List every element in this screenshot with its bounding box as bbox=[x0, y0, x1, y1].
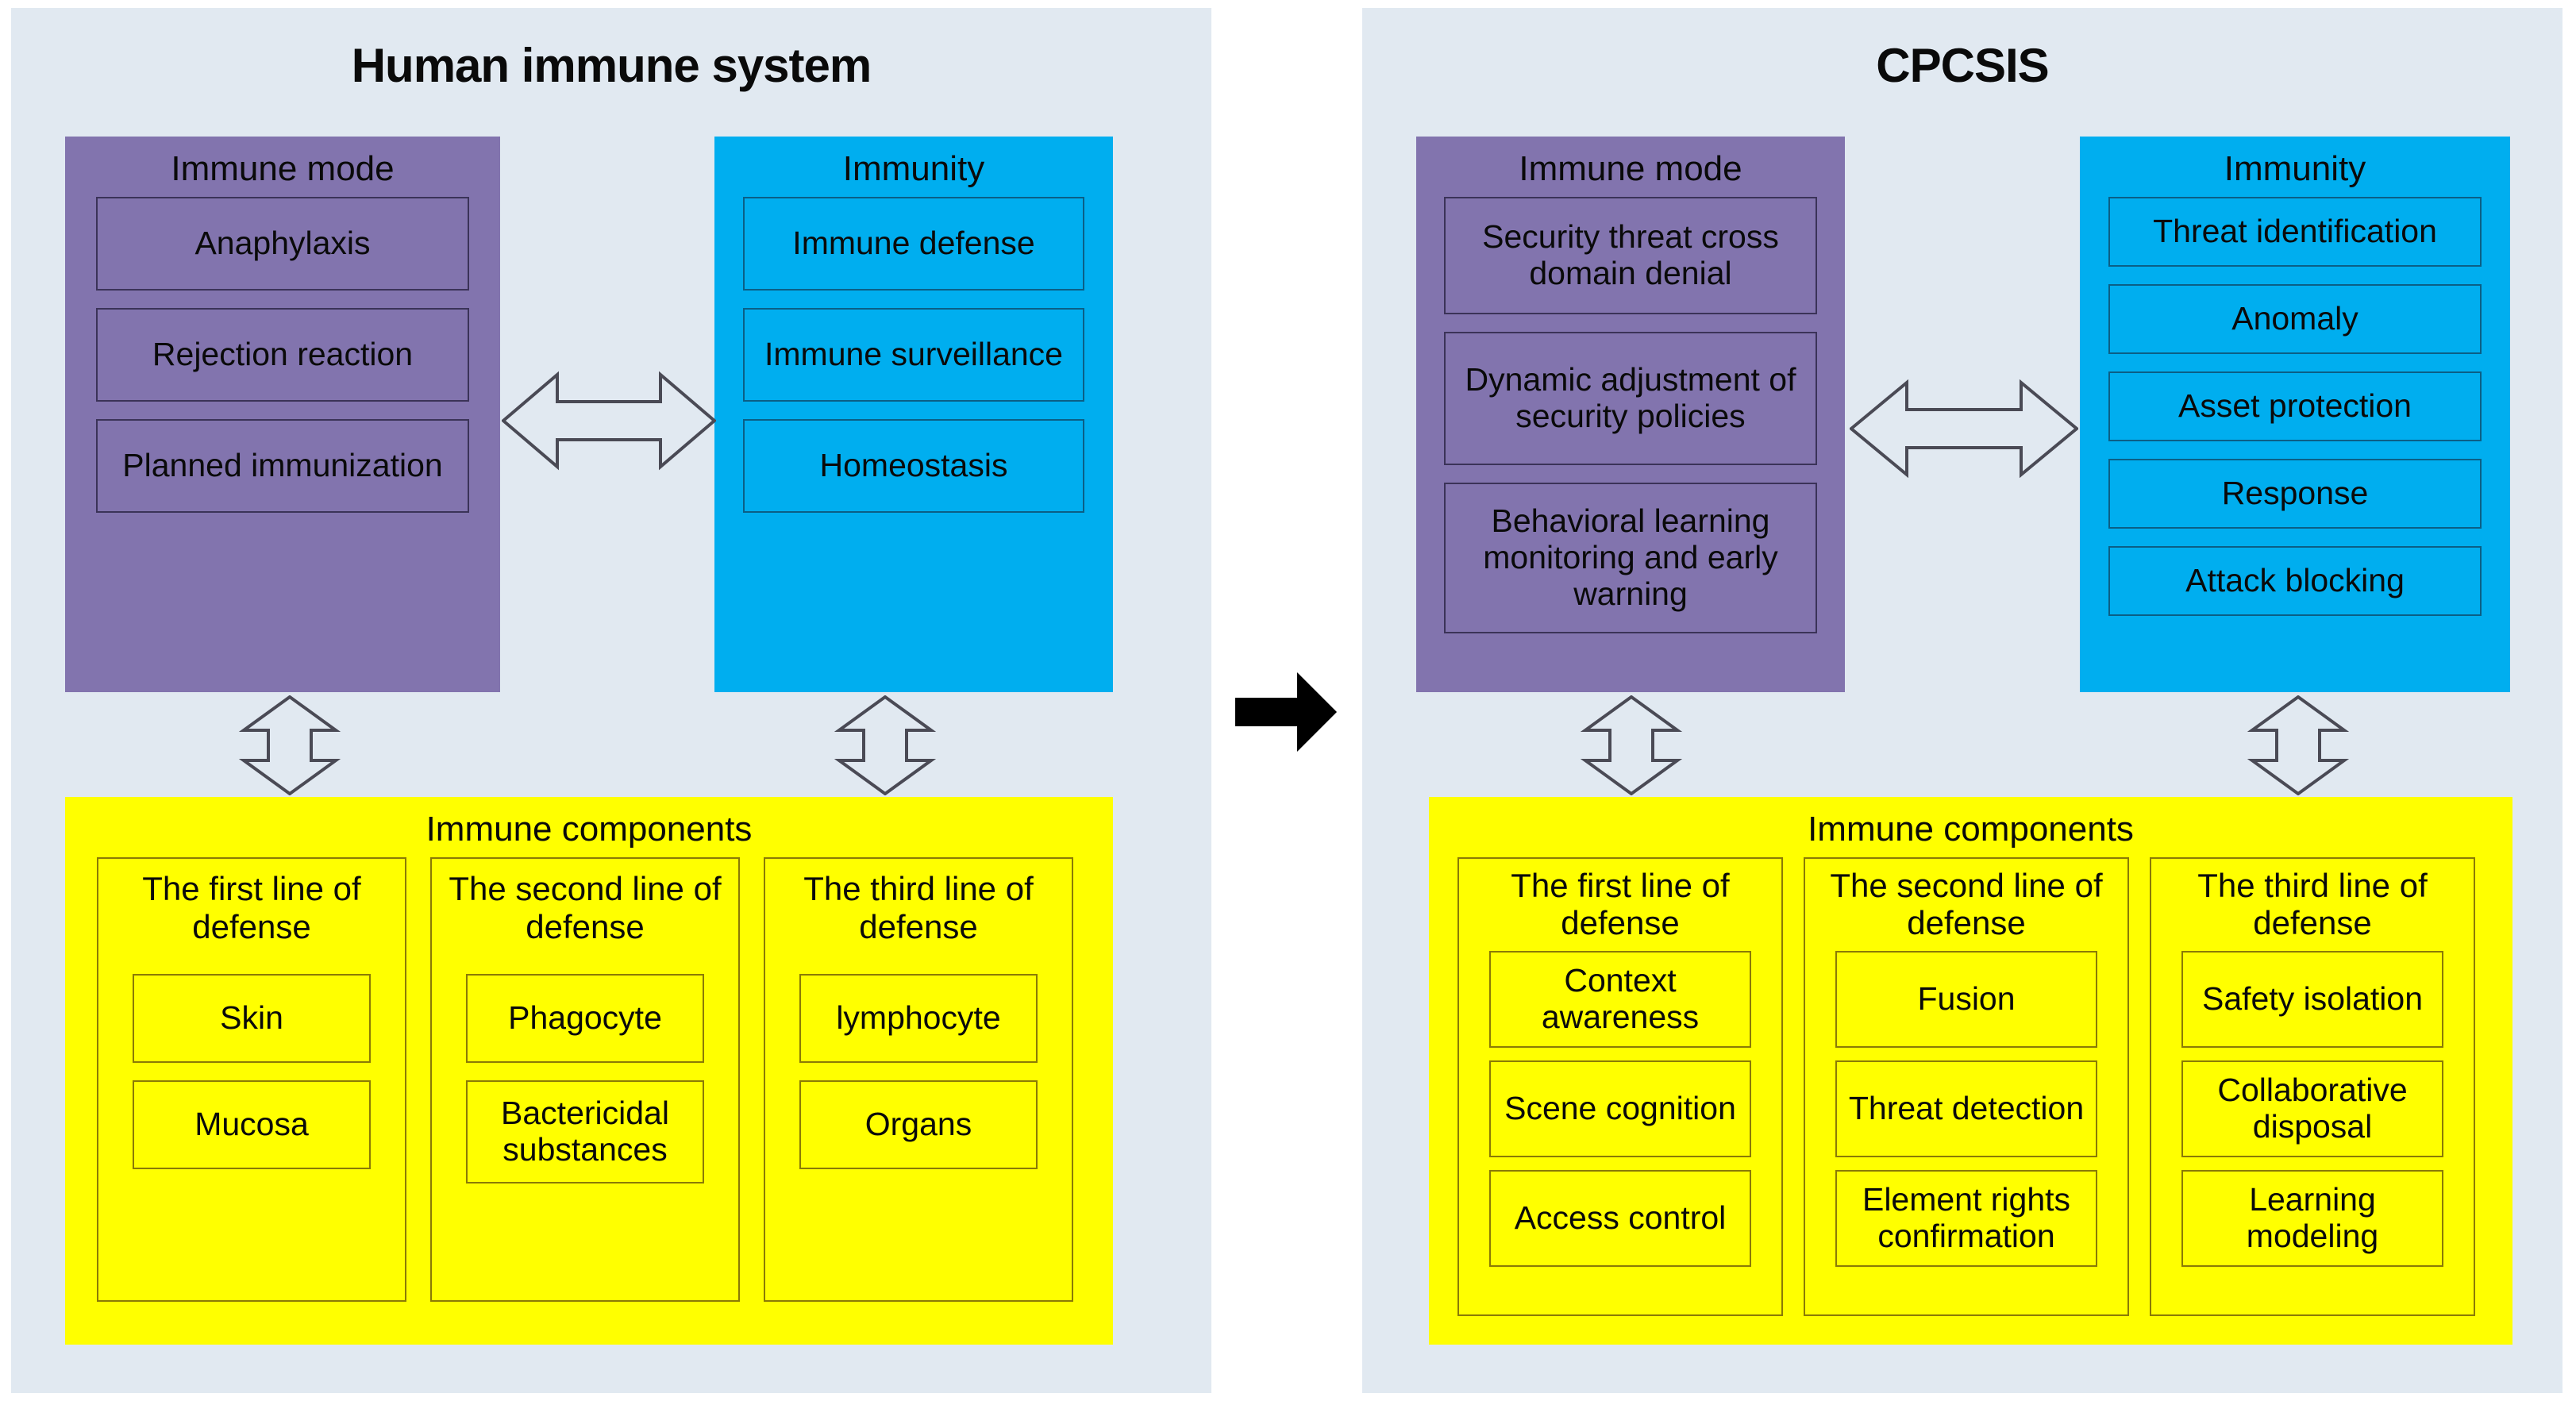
left-horizontal-double-arrow-icon bbox=[502, 365, 716, 476]
right-immune-mode-item-security-threat-cross-domain-denial: Security threat cross domain denial bbox=[1444, 197, 1817, 315]
right-defense-item-access-control: Access control bbox=[1489, 1170, 1751, 1268]
left-defense-item-bactericidal-substances: Bactericidal substances bbox=[466, 1080, 704, 1183]
left-defense-column-first: The first line of defense Skin Mucosa bbox=[97, 857, 406, 1303]
right-immune-mode-label: Immune mode bbox=[1519, 149, 1742, 188]
right-defense-column-third-title: The third line of defense bbox=[2197, 867, 2428, 942]
right-defense-item-element-rights-confirmation: Element rights confirmation bbox=[1835, 1170, 2097, 1268]
right-defense-item-fusion: Fusion bbox=[1835, 951, 2097, 1049]
right-immunity-box: Immunity Threat identification Anomaly A… bbox=[2080, 137, 2510, 692]
right-immune-components-label: Immune components bbox=[1808, 810, 2134, 849]
right-defense-item-scene-cognition: Scene cognition bbox=[1489, 1060, 1751, 1158]
left-defense-item-phagocyte: Phagocyte bbox=[466, 973, 704, 1063]
right-immunity-item-attack-blocking: Attack blocking bbox=[2108, 546, 2482, 617]
right-immune-mode-item-behavioral-learning-monitoring-and-early-warning: Behavioral learning monitoring and early… bbox=[1444, 483, 1817, 634]
right-defense-item-learning-modeling: Learning modeling bbox=[2181, 1170, 2443, 1268]
right-defense-item-context-awareness: Context awareness bbox=[1489, 951, 1751, 1049]
right-immunity-label: Immunity bbox=[2224, 149, 2366, 188]
left-defense-column-second: The second line of defense Phagocyte Bac… bbox=[430, 857, 740, 1303]
right-vertical-double-arrow-mode-icon bbox=[1580, 695, 1683, 795]
left-immune-mode-item-rejection-reaction: Rejection reaction bbox=[96, 308, 469, 402]
right-vertical-double-arrow-immunity-icon bbox=[2247, 695, 2350, 795]
right-immune-components-box: Immune components The first line of defe… bbox=[1429, 797, 2512, 1345]
left-immunity-item-homeostasis: Homeostasis bbox=[743, 419, 1084, 514]
transform-right-arrow-icon bbox=[1235, 671, 1338, 757]
right-immunity-item-response: Response bbox=[2108, 459, 2482, 529]
left-defense-column-third: The third line of defense lymphocyte Org… bbox=[764, 857, 1073, 1303]
right-defense-column-second-title: The second line of defense bbox=[1830, 867, 2103, 942]
left-immune-mode-box: Immune mode Anaphylaxis Rejection reacti… bbox=[65, 137, 500, 692]
right-defense-column-first: The first line of defense Context awaren… bbox=[1457, 857, 1783, 1317]
right-immunity-item-threat-identification: Threat identification bbox=[2108, 197, 2482, 267]
right-immunity-item-anomaly: Anomaly bbox=[2108, 284, 2482, 355]
left-defense-column-second-title: The second line of defense bbox=[449, 870, 722, 946]
left-defense-item-skin: Skin bbox=[133, 973, 371, 1063]
left-vertical-double-arrow-immunity-icon bbox=[834, 695, 937, 795]
left-vertical-double-arrow-mode-icon bbox=[238, 695, 341, 795]
right-defense-column-second: The second line of defense Fusion Threat… bbox=[1804, 857, 2129, 1317]
right-immunity-item-asset-protection: Asset protection bbox=[2108, 371, 2482, 442]
left-defense-column-first-title: The first line of defense bbox=[142, 870, 361, 946]
right-defense-item-threat-detection: Threat detection bbox=[1835, 1060, 2097, 1158]
left-immune-mode-item-planned-immunization: Planned immunization bbox=[96, 419, 469, 514]
left-immunity-label: Immunity bbox=[842, 149, 985, 188]
left-immunity-item-immune-surveillance: Immune surveillance bbox=[743, 308, 1084, 402]
left-defense-item-organs: Organs bbox=[799, 1080, 1038, 1169]
left-panel-title: Human immune system bbox=[351, 39, 872, 92]
left-immune-components-box: Immune components The first line of defe… bbox=[65, 797, 1113, 1345]
right-defense-item-collaborative-disposal: Collaborative disposal bbox=[2181, 1060, 2443, 1158]
right-horizontal-double-arrow-icon bbox=[1850, 373, 2078, 484]
left-defense-item-lymphocyte: lymphocyte bbox=[799, 973, 1038, 1063]
right-defense-column-first-title: The first line of defense bbox=[1511, 867, 1730, 942]
left-immunity-item-immune-defense: Immune defense bbox=[743, 197, 1084, 291]
right-immune-mode-box: Immune mode Security threat cross domain… bbox=[1416, 137, 1845, 692]
left-immune-mode-label: Immune mode bbox=[171, 149, 395, 188]
right-defense-column-third: The third line of defense Safety isolati… bbox=[2150, 857, 2475, 1317]
right-defense-item-safety-isolation: Safety isolation bbox=[2181, 951, 2443, 1049]
left-immunity-box: Immunity Immune defense Immune surveilla… bbox=[714, 137, 1113, 692]
left-defense-item-mucosa: Mucosa bbox=[133, 1080, 371, 1169]
right-panel-title: CPCSIS bbox=[1876, 39, 2049, 92]
left-immune-mode-item-anaphylaxis: Anaphylaxis bbox=[96, 197, 469, 291]
right-immune-mode-item-dynamic-adjustment-of-security-policies: Dynamic adjustment of security policies bbox=[1444, 332, 1817, 466]
left-defense-column-third-title: The third line of defense bbox=[803, 870, 1034, 946]
left-immune-components-label: Immune components bbox=[425, 810, 753, 849]
